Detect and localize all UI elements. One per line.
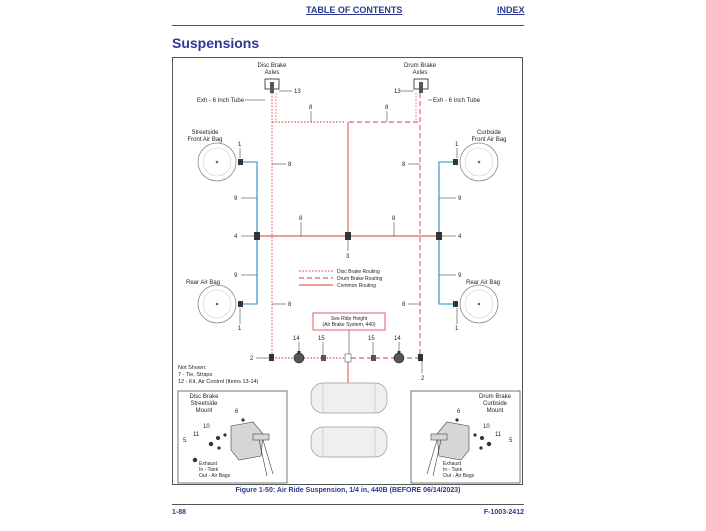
- rear-air-bag-left-label: Rear Air Bag: [186, 280, 220, 286]
- rear-air-bag-right-label: Rear Air Bag: [466, 280, 500, 286]
- bracket-left-icon: [230, 421, 274, 477]
- not-shown-note: Not Shown: 7 - Tie, Straps 12 - Kit, Air…: [178, 365, 259, 385]
- svg-text:1: 1: [455, 142, 459, 148]
- inset-right-fasteners: [455, 418, 492, 450]
- svg-text:5: 5: [509, 438, 513, 444]
- svg-text:8: 8: [402, 302, 406, 308]
- svg-text:8: 8: [288, 302, 292, 308]
- svg-text:8: 8: [299, 216, 303, 222]
- page-title: Suspensions: [172, 35, 260, 51]
- footer-rule: [172, 504, 524, 505]
- top-navigation: TABLE OF CONTENTS INDEX: [0, 5, 706, 19]
- svg-text:15: 15: [368, 336, 375, 342]
- svg-text:4: 4: [234, 234, 238, 240]
- svg-text:1: 1: [455, 326, 459, 332]
- curbside-rear-air-bag-icon: [459, 284, 499, 324]
- callout-13-right: 13: [394, 89, 401, 95]
- air-tank-lower-icon: [310, 426, 388, 458]
- svg-text:10: 10: [203, 424, 210, 430]
- callout-13-left: 13: [294, 89, 301, 95]
- exh-tube-right-label: Exh - 6 Inch Tube: [433, 98, 481, 104]
- svg-text:1: 1: [238, 326, 242, 332]
- air-tank-upper-icon: [310, 382, 388, 414]
- drum-brake-routing: [349, 93, 421, 359]
- check-valves: [321, 353, 376, 363]
- svg-text:See Ride Height(Air Brake Syst: See Ride Height(Air Brake System, 440): [322, 316, 375, 328]
- svg-text:10: 10: [483, 424, 490, 430]
- svg-text:8: 8: [402, 162, 406, 168]
- svg-text:9: 9: [458, 273, 462, 279]
- svg-text:11: 11: [495, 432, 502, 438]
- svg-text:9: 9: [458, 196, 462, 202]
- disc-height-valve-icon: [264, 78, 280, 93]
- index-link[interactable]: INDEX: [497, 5, 525, 15]
- bracket-right-icon: [426, 421, 470, 477]
- ride-height-note: See Ride Height(Air Brake System, 440): [312, 312, 386, 354]
- svg-text:Disc Brake Routing: Disc Brake Routing: [337, 269, 380, 275]
- svg-text:6: 6: [235, 409, 239, 415]
- svg-text:Exhaust In - Tank: Exhaust In - Tank Out - Air Bags: [199, 461, 231, 479]
- svg-text:6: 6: [457, 409, 461, 415]
- exh-tube-left-label: Exh - 6 Inch Tube: [197, 98, 245, 104]
- valve-callouts: 14 15 15 14: [293, 336, 401, 355]
- disc-brake-routing: [271, 93, 345, 359]
- svg-text:11: 11: [193, 432, 200, 438]
- svg-text:2: 2: [250, 356, 254, 362]
- svg-text:15: 15: [318, 336, 325, 342]
- common-routing: [256, 122, 440, 383]
- routing-legend: Disc Brake Routing Drum Brake Routing Co…: [299, 269, 383, 289]
- air-control-valve-right-icon: [393, 350, 405, 364]
- svg-text:14: 14: [394, 336, 401, 342]
- document-number: F-1003-2412: [483, 509, 524, 516]
- streetside-rear-air-bag-icon: [197, 284, 237, 324]
- svg-text:Exhaust In - Tank: Exhaust In - Tank Out - Air Bags: [443, 461, 475, 479]
- streetside-front-air-bag-icon: [197, 142, 237, 182]
- fittings: [238, 159, 458, 361]
- svg-text:5: 5: [183, 438, 187, 444]
- drum-height-valve-icon: [413, 78, 429, 93]
- page-number: 1-88: [172, 509, 187, 516]
- svg-text:8: 8: [385, 105, 389, 111]
- curbside-front-air-bag-icon: [459, 142, 499, 182]
- svg-text:8: 8: [392, 216, 396, 222]
- air-control-valve-left-icon: [293, 350, 305, 364]
- figure-caption: Figure 1-50: Air Ride Suspension, 1/4 in…: [235, 487, 461, 494]
- svg-text:9: 9: [234, 196, 238, 202]
- svg-text:2: 2: [421, 376, 425, 382]
- header-rule: [172, 25, 524, 26]
- callout-labels: 1 1 1 1 8 8 8 8 8 8 8 8 9 9 9 9 4 4 3: [234, 105, 462, 382]
- svg-text:8: 8: [288, 162, 292, 168]
- table-of-contents-link[interactable]: TABLE OF CONTENTS: [306, 5, 403, 15]
- svg-text:8: 8: [309, 105, 313, 111]
- svg-text:4: 4: [458, 234, 462, 240]
- svg-text:14: 14: [293, 336, 300, 342]
- svg-text:3: 3: [346, 254, 350, 260]
- svg-text:1: 1: [238, 142, 242, 148]
- svg-text:Common Routing: Common Routing: [337, 283, 376, 289]
- svg-text:Drum Brake Routing: Drum Brake Routing: [337, 276, 383, 282]
- svg-text:9: 9: [234, 273, 238, 279]
- inset-left-fasteners: [192, 418, 245, 463]
